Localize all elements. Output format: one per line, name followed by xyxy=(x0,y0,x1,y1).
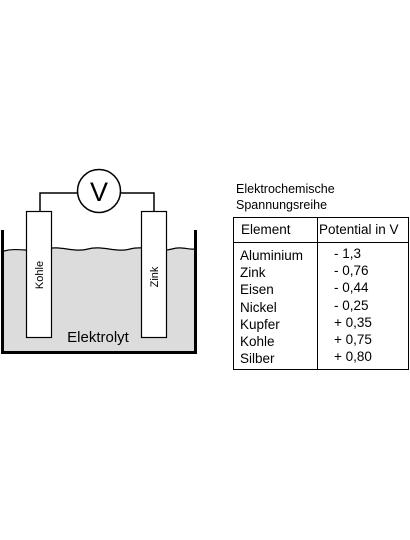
electrolyte-container xyxy=(1,230,197,354)
table-potential-column: - 1,3 - 0,76 - 0,44 - 0,25 + 0,35 + 0,75… xyxy=(334,245,372,365)
table-cell-potential: - 0,25 xyxy=(334,297,369,313)
left-electrode-label: Kohle xyxy=(34,261,46,289)
caption-line-1: Elektrochemische xyxy=(236,182,335,196)
right-electrode-rod xyxy=(140,210,168,339)
table-cell-potential: + 0,80 xyxy=(334,349,372,365)
table-cell-element: Aluminium xyxy=(240,248,304,263)
wire-right xyxy=(120,192,155,211)
table-cell-potential: + 0,75 xyxy=(334,331,372,347)
table-header-potential: Potential in V xyxy=(319,222,399,237)
potential-table: Element Potential in V Aluminium Zink Ei… xyxy=(233,217,409,370)
voltmeter-circle xyxy=(76,168,122,214)
caption-line-2: Spannungsreihe xyxy=(236,198,328,212)
right-electrode: Zink xyxy=(140,210,168,339)
right-electrode-label: Zink xyxy=(149,266,161,287)
table-cell-element: Nickel xyxy=(240,299,277,315)
table-cell-element: Eisen xyxy=(240,282,274,298)
table-header-divider xyxy=(234,242,408,243)
voltmeter-symbol: V xyxy=(90,177,108,207)
table-cell-potential: - 0,76 xyxy=(334,263,369,279)
electrolyte-label: Elektrolyt xyxy=(67,329,130,346)
table-cell-element: Kohle xyxy=(240,333,275,349)
table-caption: Elektrochemische Spannungsreihe xyxy=(236,181,335,213)
table-cell-potential: - 1,3 xyxy=(334,246,362,261)
wire-left xyxy=(39,192,78,211)
table-header-element: Element xyxy=(241,222,291,237)
table-column-divider xyxy=(317,218,318,369)
table-cell-element: Kupfer xyxy=(240,316,280,332)
table-cell-potential: + 0,35 xyxy=(334,314,372,330)
table-element-column: Aluminium Zink Eisen Nickel Kupfer Kohle… xyxy=(240,247,303,367)
table-cell-potential: - 0,44 xyxy=(334,280,369,296)
table-cell-element: Silber xyxy=(240,351,275,367)
voltmeter: V xyxy=(76,168,122,214)
left-electrode-rod xyxy=(25,210,53,339)
table-cell-element: Zink xyxy=(240,265,266,281)
left-electrode: Kohle xyxy=(25,210,53,339)
